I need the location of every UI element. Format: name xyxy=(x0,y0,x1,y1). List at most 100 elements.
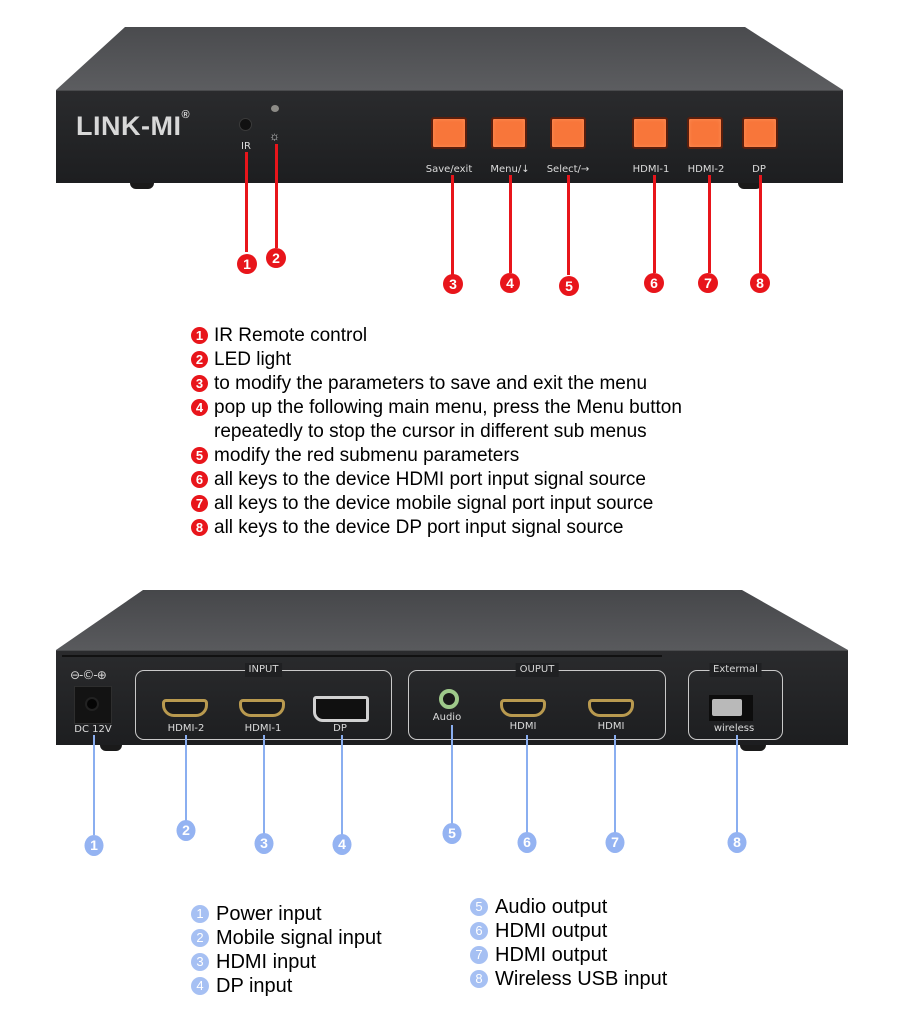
callout-marker-8: 8 xyxy=(750,273,770,293)
device-foot xyxy=(100,745,122,751)
legend-item: 2 LED light xyxy=(191,348,751,372)
dp-input-port[interactable] xyxy=(313,696,369,722)
callout-line xyxy=(567,175,570,275)
dp-port-label: DP xyxy=(333,723,347,734)
callout-marker-8: 8 xyxy=(727,832,747,853)
usb-wireless-port[interactable] xyxy=(709,695,753,721)
legend-number: 3 xyxy=(191,375,208,392)
hdmi-1-button[interactable] xyxy=(632,117,668,149)
dp-label: DP xyxy=(752,164,766,175)
sun-icon: ☼ xyxy=(269,129,280,143)
output-group-title: OUPUT xyxy=(515,663,559,677)
callout-line xyxy=(708,175,711,273)
callout-line xyxy=(275,144,278,248)
hdmi-1-label: HDMI-1 xyxy=(632,164,670,175)
device-foot xyxy=(738,183,762,189)
output-group: OUPUT xyxy=(408,663,666,740)
ir-sensor xyxy=(239,118,252,131)
legend-number: 1 xyxy=(191,327,208,344)
legend-text: Audio output xyxy=(495,896,608,918)
legend-number: 4 xyxy=(191,399,208,416)
hdmi-1-input-port[interactable] xyxy=(239,699,285,717)
callout-marker-7: 7 xyxy=(698,273,718,293)
hdmi-output-port-1[interactable] xyxy=(500,699,546,717)
hdmi-output-port-2[interactable] xyxy=(588,699,634,717)
legend-text: DP input xyxy=(216,975,293,997)
callout-line xyxy=(263,735,265,835)
legend-item: 3 HDMI input xyxy=(191,950,382,974)
input-group-title: INPUT xyxy=(244,663,283,677)
callout-line xyxy=(245,152,248,252)
dc-pin xyxy=(87,699,97,709)
external-group: Extermal xyxy=(688,663,783,740)
polarity-symbol: ⊖-©-⊕ xyxy=(70,668,107,682)
legend-number: 2 xyxy=(191,351,208,368)
hdmi-1-port-label: HDMI-1 xyxy=(244,723,282,734)
legend-number: 5 xyxy=(191,447,208,464)
callout-marker-2: 2 xyxy=(266,248,286,268)
panel-seam xyxy=(62,655,662,657)
callout-marker-1: 1 xyxy=(84,835,104,856)
callout-marker-3: 3 xyxy=(443,274,463,294)
select-button[interactable] xyxy=(550,117,586,149)
legend-number: 8 xyxy=(191,519,208,536)
menu-button[interactable] xyxy=(491,117,527,149)
legend-text: all keys to the device DP port input sig… xyxy=(214,517,624,538)
callout-marker-4: 4 xyxy=(500,273,520,293)
hdmi-output-2-label: HDMI xyxy=(597,721,625,732)
menu-label: Menu/↓ xyxy=(490,164,530,175)
legend-number: 8 xyxy=(470,970,488,988)
hdmi-2-button[interactable] xyxy=(687,117,723,149)
legend-item: 5 Audio output xyxy=(470,895,667,919)
callout-marker-6: 6 xyxy=(517,832,537,853)
callout-marker-3: 3 xyxy=(254,833,274,854)
legend-text: HDMI input xyxy=(216,951,317,973)
legend-number: 6 xyxy=(191,471,208,488)
legend-number: 3 xyxy=(191,953,209,971)
hdmi-2-port-label: HDMI-2 xyxy=(167,723,205,734)
callout-line xyxy=(341,735,343,835)
legend-number: 5 xyxy=(470,898,488,916)
front-device-top-surface xyxy=(56,27,843,90)
legend-text: LED light xyxy=(214,349,292,370)
audio-output-jack[interactable] xyxy=(439,689,459,709)
callout-marker-5: 5 xyxy=(442,823,462,844)
legend-number: 2 xyxy=(191,929,209,947)
device-foot xyxy=(740,745,766,751)
callout-line xyxy=(736,735,738,835)
legend-text: Wireless USB input xyxy=(495,968,668,990)
wireless-port-label: wireless xyxy=(713,723,755,734)
device-foot xyxy=(130,183,154,189)
dp-button[interactable] xyxy=(742,117,778,149)
callout-marker-7: 7 xyxy=(605,832,625,853)
legend-text: HDMI output xyxy=(495,920,608,942)
legend-item: 8 Wireless USB input xyxy=(470,967,667,991)
callout-line xyxy=(614,735,616,835)
legend-number: 7 xyxy=(470,946,488,964)
rear-device-top-surface xyxy=(56,590,848,650)
dc-power-jack[interactable] xyxy=(74,686,112,724)
save-exit-label: Save/exit xyxy=(425,164,473,175)
legend-item: 5 modify the red submenu parameters xyxy=(191,444,751,468)
save-exit-button[interactable] xyxy=(431,117,467,149)
brand-logo: LINK-MI® xyxy=(76,109,190,142)
callout-marker-6: 6 xyxy=(644,273,664,293)
callout-line xyxy=(93,735,95,835)
legend-text: modify the red submenu parameters xyxy=(214,445,520,466)
legend-number: 1 xyxy=(191,905,209,923)
legend-item: 8 all keys to the device DP port input si… xyxy=(191,516,751,540)
legend-text: HDMI output xyxy=(495,944,608,966)
callout-line xyxy=(451,175,454,275)
callout-line xyxy=(526,735,528,835)
hdmi-2-input-port[interactable] xyxy=(162,699,208,717)
